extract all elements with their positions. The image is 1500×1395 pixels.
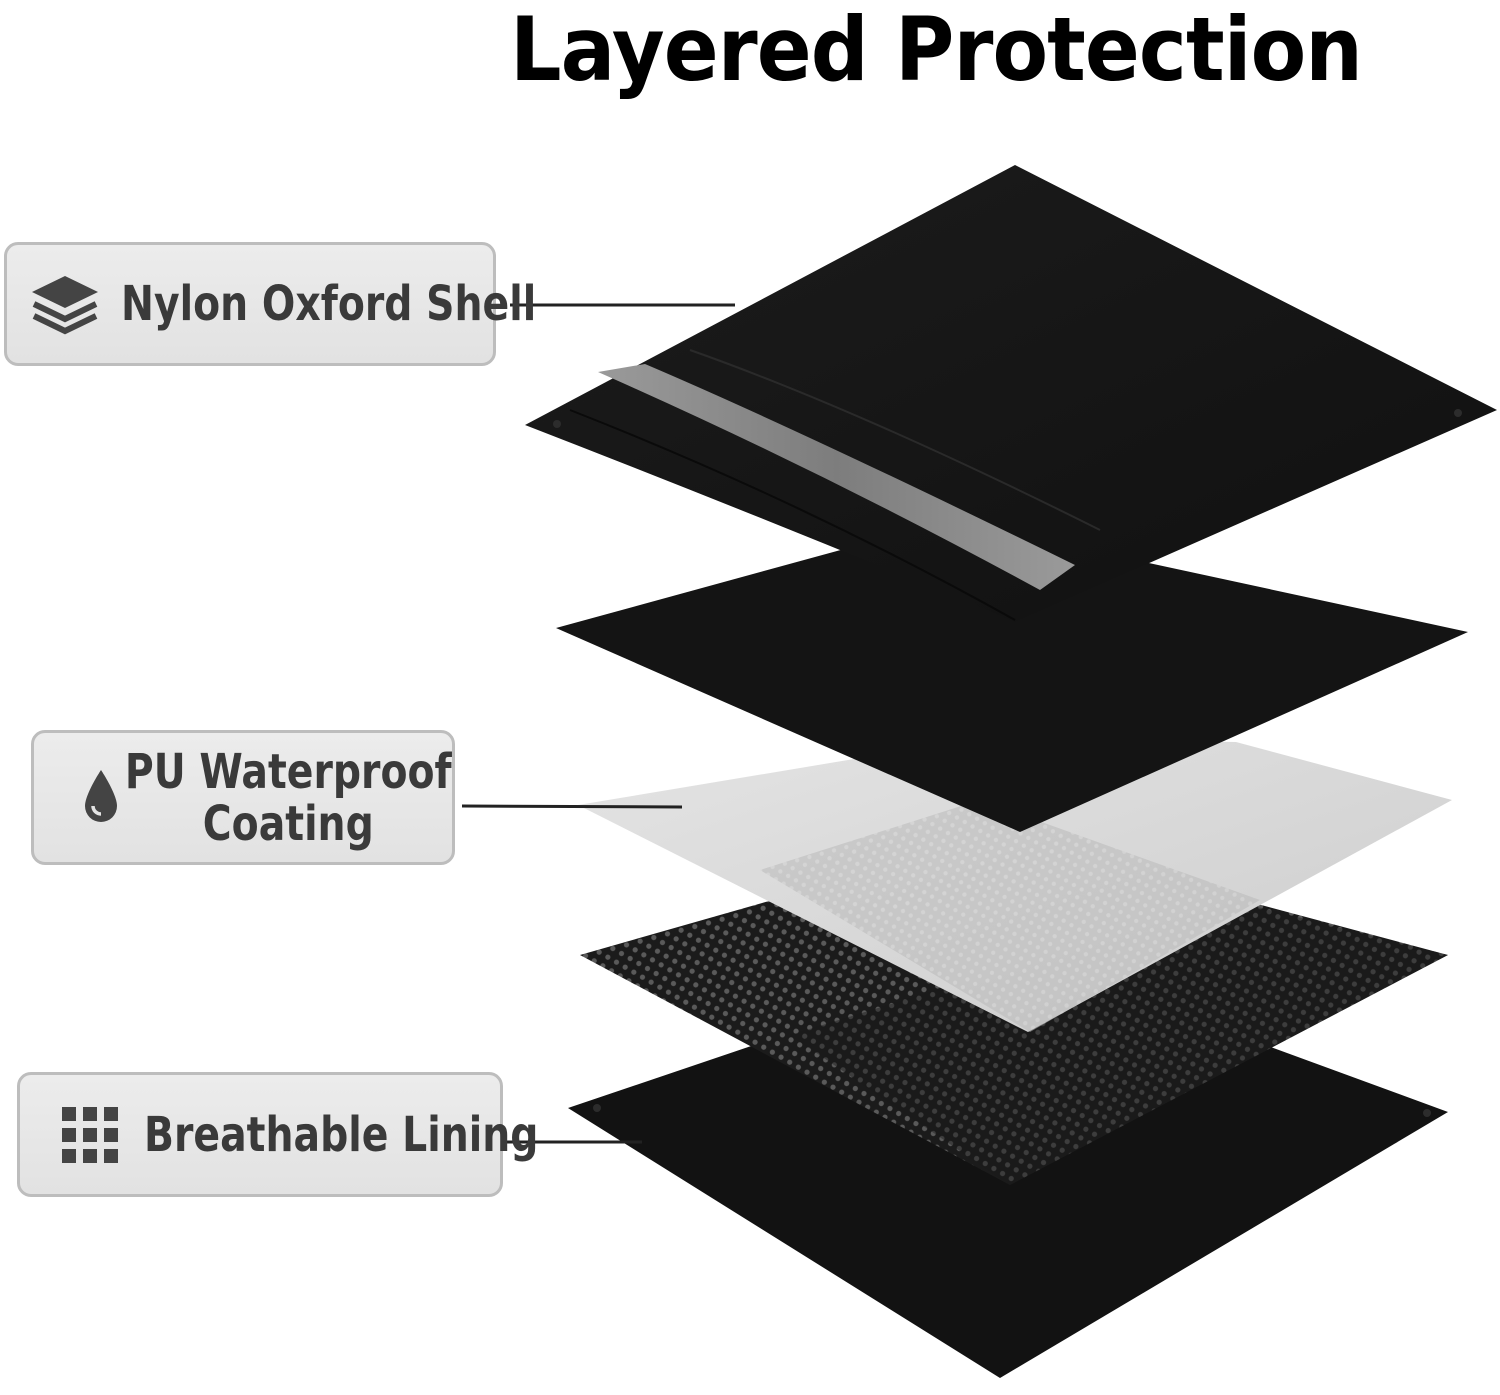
lining-grommet-right: [1423, 1109, 1431, 1117]
shell-reflective-stripe: [598, 364, 1075, 590]
connector-line-coating: [461, 804, 683, 809]
middle-dark-sheet: [556, 520, 1468, 832]
label-text-lining: Breathable Lining: [144, 1106, 539, 1163]
stacked-layers-icon: [15, 272, 115, 336]
lining-grommet-left: [593, 1104, 601, 1112]
label-pu-waterproof-coating: PU Waterproof Coating: [31, 730, 455, 865]
page-title: Layered Protection: [510, 0, 1363, 101]
label-text-coating-line1: PU Waterproof: [124, 743, 452, 800]
label-nylon-oxford-shell: Nylon Oxford Shell: [4, 242, 536, 366]
shell-seam-line-lower: [569, 409, 1016, 621]
mesh-lining-shade: [790, 900, 1448, 1185]
water-drop-icon: [56, 768, 146, 828]
shell-seam-line-upper: [689, 349, 1101, 531]
label-text-shell: Nylon Oxford Shell: [121, 276, 537, 332]
label-text-coating: PU Waterproof Coating: [125, 746, 452, 852]
shell-grommet-left: [553, 420, 561, 428]
shell-top-sheet: [525, 165, 1497, 622]
grid-mesh-icon: [40, 1105, 140, 1165]
shell-grommet-right: [1454, 409, 1462, 417]
label-breathable-lining: Breathable Lining: [17, 1072, 538, 1197]
coating-film-texture: [760, 800, 1260, 1032]
label-text-coating-line2: Coating: [202, 795, 374, 852]
